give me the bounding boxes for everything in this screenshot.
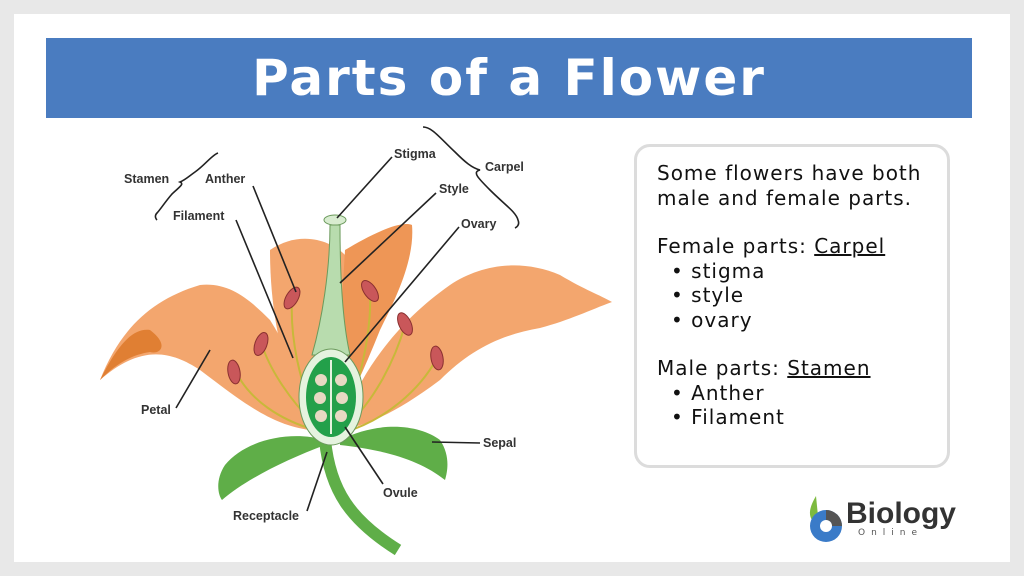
stamen-bracket <box>154 152 219 221</box>
sepal-right <box>340 426 448 480</box>
petal-right <box>340 265 612 430</box>
label-filament: Filament <box>173 209 225 223</box>
biology-online-logo: Biology Online <box>806 494 956 544</box>
label-carpel: Carpel <box>485 160 524 174</box>
ovary-leader <box>344 226 460 363</box>
anther-leader <box>252 185 297 293</box>
female-heading: Female parts: Carpel <box>657 234 927 259</box>
female-prefix: Female parts: <box>657 234 815 258</box>
stigma-shape <box>323 214 347 226</box>
list-item: stigma <box>671 259 927 284</box>
label-petal: Petal <box>141 403 171 417</box>
label-receptacle: Receptacle <box>233 509 299 523</box>
receptacle-leader <box>306 451 328 512</box>
list-item: Anther <box>671 381 927 406</box>
male-heading: Male parts: Stamen <box>657 356 927 381</box>
title-banner: Parts of a Flower <box>46 38 972 118</box>
info-box: Some flowers have both male and female p… <box>634 144 950 468</box>
stigma-leader <box>336 156 393 219</box>
logo-sub: Online <box>858 528 924 538</box>
sepal-left <box>218 436 325 500</box>
petal-left-fold <box>100 329 162 380</box>
anthers <box>227 280 444 385</box>
label-ovule: Ovule <box>383 486 418 500</box>
female-term: Carpel <box>814 234 886 258</box>
male-term: Stamen <box>787 356 871 380</box>
stem <box>319 439 402 556</box>
list-item: Filament <box>671 405 927 430</box>
ovule-leader <box>344 426 384 485</box>
label-style: Style <box>439 182 469 196</box>
page-title: Parts of a Flower <box>252 49 766 107</box>
list-item: ovary <box>671 308 927 333</box>
label-anther: Anther <box>205 172 245 186</box>
logo-word: Biology <box>846 497 956 530</box>
filament-leader <box>235 219 294 359</box>
list-item: style <box>671 283 927 308</box>
label-stigma: Stigma <box>394 147 437 161</box>
ovules <box>314 374 348 422</box>
intro-text: Some flowers have both male and female p… <box>657 161 922 210</box>
style-leader <box>339 192 437 284</box>
carpel-bracket <box>422 126 520 229</box>
label-ovary: Ovary <box>461 217 496 231</box>
label-sepal: Sepal <box>483 436 516 450</box>
logo-leaf-icon <box>809 496 842 542</box>
male-list: Anther Filament <box>657 381 927 430</box>
female-list: stigma style ovary <box>657 259 927 333</box>
petal-leader <box>175 349 211 409</box>
male-prefix: Male parts: <box>657 356 788 380</box>
sepal-leader <box>431 441 481 444</box>
label-stamen: Stamen <box>124 172 169 186</box>
